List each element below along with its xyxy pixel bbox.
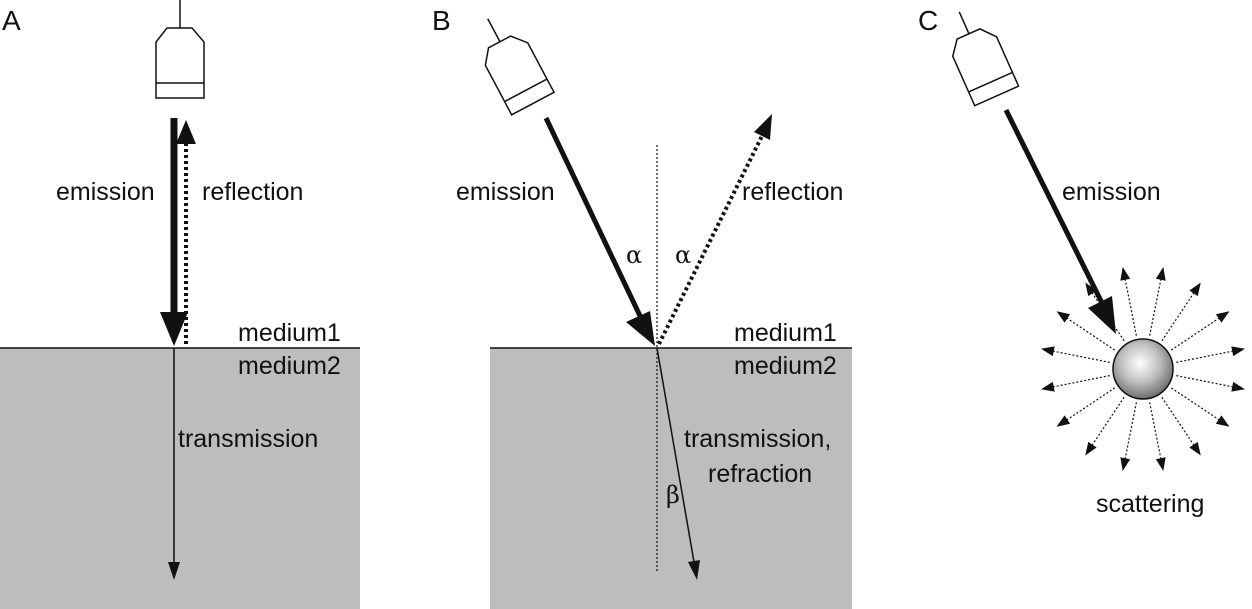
beta-label: β [666, 481, 680, 509]
scatter-ray [1161, 396, 1196, 448]
transducer-icon [484, 18, 556, 116]
medium2-label: medium2 [734, 352, 837, 380]
scatter-ray-arrowhead [1120, 457, 1131, 472]
panel-letter-b: B [432, 5, 451, 36]
scatter-ray-arrowhead [1189, 441, 1201, 456]
scatter-ray [1050, 350, 1110, 363]
scatter-ray [1176, 375, 1236, 388]
scatter-ray-arrowhead [1040, 381, 1055, 392]
scatter-ray [1161, 290, 1196, 342]
panel-b: B emission reflection α α medium1 medium… [432, 5, 852, 609]
medium1-label: medium1 [734, 319, 837, 347]
alpha-reflected-label: α [675, 241, 691, 269]
refraction-label: refraction [708, 460, 812, 488]
emission-arrowhead [626, 311, 655, 346]
scatter-ray-arrowhead [1085, 441, 1097, 456]
scatter-ray [1124, 276, 1137, 336]
scatter-ray-arrowhead [1155, 457, 1166, 472]
scatter-ray [1149, 276, 1162, 336]
scatter-ray-arrowhead [1040, 346, 1055, 357]
scattering-rays [1040, 266, 1246, 472]
emission-arrowhead [160, 312, 188, 346]
medium2-block [0, 348, 360, 609]
scatterer-sphere [1112, 338, 1174, 400]
panel-letter-c: C [918, 5, 938, 36]
reflection-arrow [657, 135, 764, 345]
transducer-icon [155, 0, 205, 99]
scatter-ray [1124, 402, 1137, 462]
scatter-ray [1064, 316, 1116, 351]
scatter-ray-arrowhead [1056, 311, 1071, 323]
scatter-ray [1176, 350, 1236, 363]
panel-a: A emission reflection medium1 medium2 tr… [0, 0, 360, 609]
emission-arrowhead [1088, 296, 1116, 334]
panel-letter-a: A [2, 5, 21, 36]
emission-label: emission [56, 178, 155, 206]
scatter-ray [1149, 402, 1162, 462]
emission-arrow [1003, 108, 1106, 307]
scatter-ray [1170, 387, 1222, 422]
scatter-ray [1170, 316, 1222, 351]
transmission-label: transmission, [684, 425, 831, 453]
emission-arrow [543, 116, 644, 320]
refraction-arrowhead [688, 560, 700, 580]
scatter-ray-arrowhead [1215, 415, 1230, 427]
emission-label: emission [1062, 178, 1161, 206]
scatter-ray [1090, 396, 1125, 448]
medium2-block [490, 348, 852, 609]
scatter-ray [1050, 375, 1110, 388]
scatter-ray-arrowhead [1231, 346, 1246, 357]
panel-c: C emission scattering [918, 5, 1246, 518]
medium2-label: medium2 [238, 352, 341, 380]
scatter-ray-arrowhead [1155, 266, 1166, 281]
scatter-ray [1064, 387, 1116, 422]
medium1-label: medium1 [238, 319, 341, 347]
reflection-arrowhead [754, 114, 772, 140]
scatter-ray-arrowhead [1056, 415, 1071, 427]
reflection-label: reflection [742, 178, 843, 206]
reflection-arrowhead [176, 120, 196, 144]
transmission-label: transmission [178, 425, 318, 453]
reflection-label: reflection [202, 178, 303, 206]
scatter-ray-arrowhead [1215, 311, 1230, 323]
scatter-ray [1090, 290, 1125, 342]
alpha-incident-label: α [626, 241, 642, 269]
refraction-arrow [656, 347, 695, 563]
transducer-icon [951, 11, 1020, 107]
scattering-label: scattering [1096, 490, 1204, 518]
scatter-ray-arrowhead [1189, 282, 1201, 297]
scatter-ray-arrowhead [1231, 381, 1246, 392]
scatter-ray-arrowhead [1085, 282, 1097, 297]
emission-label: emission [456, 178, 555, 206]
transmission-arrowhead [168, 562, 180, 580]
scatter-ray-arrowhead [1120, 266, 1131, 281]
